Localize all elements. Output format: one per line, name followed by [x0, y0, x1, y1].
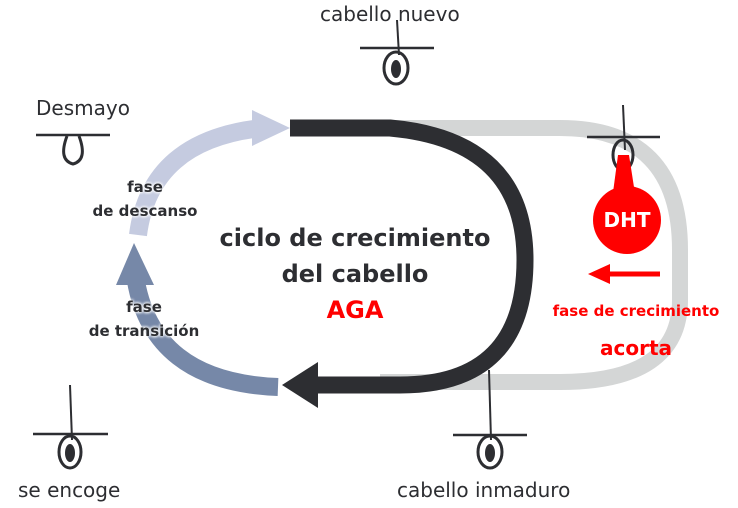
stage-label-immature: cabello inmaduro: [397, 478, 571, 502]
follicle-dht-icon: [587, 104, 661, 254]
phase-transition-line2: de transición: [88, 322, 200, 340]
stage-label-shrinks: se encoge: [18, 478, 121, 502]
phase-rest-line2: de descanso: [92, 202, 198, 220]
stage-label-new-hair: cabello nuevo: [320, 2, 460, 26]
shorten-arrow-icon: [588, 264, 660, 284]
transition-phase-arrow: [126, 273, 279, 396]
rest-phase-arrow: [129, 119, 264, 237]
phase-transition-line1: fase: [126, 298, 162, 316]
title-tag-aga: AGA: [326, 296, 384, 324]
dht-bubble: [593, 186, 661, 254]
title-line2: del cabello: [281, 260, 429, 288]
growth-phase-arrow: [290, 119, 534, 394]
phase-rest-line1: fase: [127, 178, 163, 196]
stage-label-shed: Desmayo: [36, 96, 130, 120]
dht-label: DHT: [603, 208, 651, 232]
phase-label-rest: fase de descanso: [80, 178, 210, 220]
follicle-new-hair-icon: [360, 19, 434, 86]
follicle-shrinks-icon: [33, 384, 108, 470]
dht-effect-line1: fase de crecimiento: [552, 302, 720, 320]
title-line1: ciclo de crecimiento: [219, 224, 491, 252]
growth-phase-arrowhead: [282, 362, 318, 408]
diagram-title: ciclo de crecimiento del cabello AGA: [205, 224, 505, 324]
follicle-shed-icon: [36, 133, 110, 166]
follicle-immature-icon: [453, 369, 527, 470]
rest-phase-arrowhead: [252, 110, 290, 146]
dht-effect-line2: acorta: [599, 336, 672, 360]
phase-label-transition: fase de transición: [78, 298, 210, 340]
transition-phase-arrowhead: [116, 243, 154, 285]
